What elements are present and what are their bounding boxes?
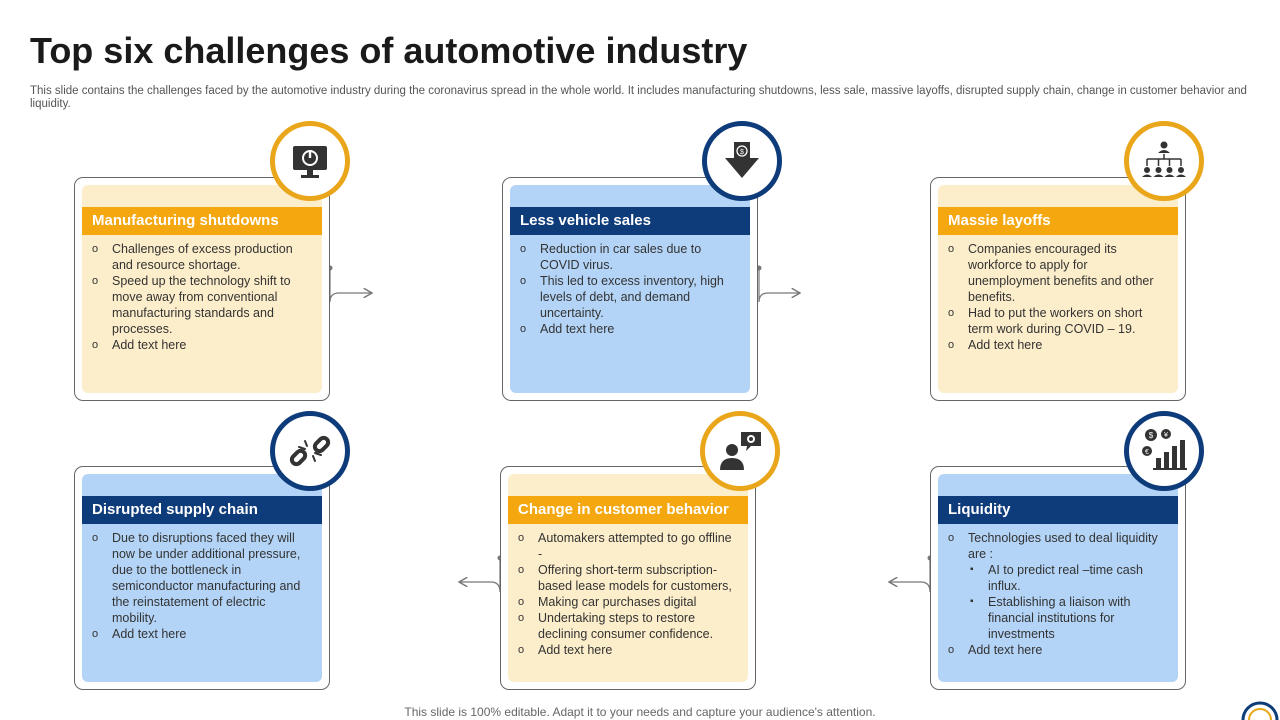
down-arrow-dollar-icon: $ xyxy=(725,142,759,178)
list-item: Speed up the technology shift to move aw… xyxy=(92,273,312,337)
card-liquidity: Liquidity Technologies used to deal liqu… xyxy=(930,466,1186,690)
card-body: Reduction in car sales due to COVID viru… xyxy=(520,241,740,337)
card-massie-layoffs: Massie layoffs Companies encouraged its … xyxy=(930,177,1186,401)
currency-chart-icon: $ ¥ € xyxy=(1142,429,1187,470)
card-title: Liquidity xyxy=(938,496,1178,524)
brand-logo-icon xyxy=(1241,701,1279,720)
list-item: Making car purchases digital xyxy=(518,594,738,610)
list-item: Undertaking steps to restore declining c… xyxy=(518,610,738,642)
list-item: Due to disruptions faced they will now b… xyxy=(92,530,312,626)
list-item: Reduction in car sales due to COVID viru… xyxy=(520,241,740,273)
card-panel: Liquidity Technologies used to deal liqu… xyxy=(938,474,1178,682)
card-disrupted-supply-chain: Disrupted supply chain Due to disruption… xyxy=(74,466,330,690)
card-panel: Manufacturing shutdowns Challenges of ex… xyxy=(82,185,322,393)
card-icon-badge xyxy=(1124,121,1204,201)
list-item: Offering short-term subscription-based l… xyxy=(518,562,738,594)
list-item: Challenges of excess production and reso… xyxy=(92,241,312,273)
card-change-in-customer-behavior: Change in customer behavior Automakers a… xyxy=(500,466,756,690)
card-less-vehicle-sales: Less vehicle sales Reduction in car sale… xyxy=(502,177,758,401)
card-title: Change in customer behavior xyxy=(508,496,748,524)
card-icon-badge xyxy=(270,121,350,201)
svg-text:$: $ xyxy=(740,149,744,156)
card-panel: Change in customer behavior Automakers a… xyxy=(508,474,748,682)
footer-note: This slide is 100% editable. Adapt it to… xyxy=(404,705,876,719)
connector-1-2 xyxy=(327,265,373,303)
svg-text:¥: ¥ xyxy=(1164,432,1168,439)
svg-text:€: € xyxy=(1145,449,1149,456)
list-item: Had to put the workers on short term wor… xyxy=(948,305,1168,337)
card-body: Due to disruptions faced they will now b… xyxy=(92,530,312,642)
card-title: Less vehicle sales xyxy=(510,207,750,235)
list-item: Add text here xyxy=(948,642,1168,658)
card-icon-badge: $ ¥ € xyxy=(1124,411,1204,491)
card-panel: Disrupted supply chain Due to disruption… xyxy=(82,474,322,682)
card-body: Companies encouraged its workforce to ap… xyxy=(948,241,1168,353)
list-item: Companies encouraged its workforce to ap… xyxy=(948,241,1168,305)
card-body: Challenges of excess production and reso… xyxy=(92,241,312,353)
connector-2-3 xyxy=(756,265,801,303)
list-item: Automakers attempted to go offline - xyxy=(518,530,738,562)
list-item: Technologies used to deal liquidity are … xyxy=(948,530,1168,642)
card-body: Technologies used to deal liquidity are … xyxy=(948,530,1168,658)
list-item: Add text here xyxy=(520,321,740,337)
page-subtitle: This slide contains the challenges faced… xyxy=(30,85,1247,110)
card-icon-badge: $ xyxy=(702,121,782,201)
list-item: Add text here xyxy=(518,642,738,658)
card-title: Manufacturing shutdowns xyxy=(82,207,322,235)
card-panel: Massie layoffs Companies encouraged its … xyxy=(938,185,1178,393)
list-item: Add text here xyxy=(948,337,1168,353)
org-chart-icon xyxy=(1142,141,1186,177)
connector-5-4 xyxy=(459,555,503,593)
card-icon-badge xyxy=(700,411,780,491)
list-item-lead: Technologies used to deal liquidity are … xyxy=(968,531,1158,561)
sub-list-item: AI to predict real –time cash influx. xyxy=(968,562,1168,594)
svg-text:$: $ xyxy=(1149,431,1154,440)
page-title: Top six challenges of automotive industr… xyxy=(30,30,748,71)
list-item: Add text here xyxy=(92,337,312,353)
card-icon-badge xyxy=(270,411,350,491)
card-title: Disrupted supply chain xyxy=(82,496,322,524)
broken-chain-icon xyxy=(289,435,331,467)
card-panel: Less vehicle sales Reduction in car sale… xyxy=(510,185,750,393)
list-item: Add text here xyxy=(92,626,312,642)
connector-6-5 xyxy=(889,555,933,593)
power-monitor-icon xyxy=(293,146,327,178)
card-body: Automakers attempted to go offline - Off… xyxy=(518,530,738,658)
card-manufacturing-shutdowns: Manufacturing shutdowns Challenges of ex… xyxy=(74,177,330,401)
customer-chat-icon xyxy=(720,432,761,470)
list-item: This led to excess inventory, high level… xyxy=(520,273,740,321)
card-title: Massie layoffs xyxy=(938,207,1178,235)
sub-list-item: Establishing a liaison with financial in… xyxy=(968,594,1168,642)
